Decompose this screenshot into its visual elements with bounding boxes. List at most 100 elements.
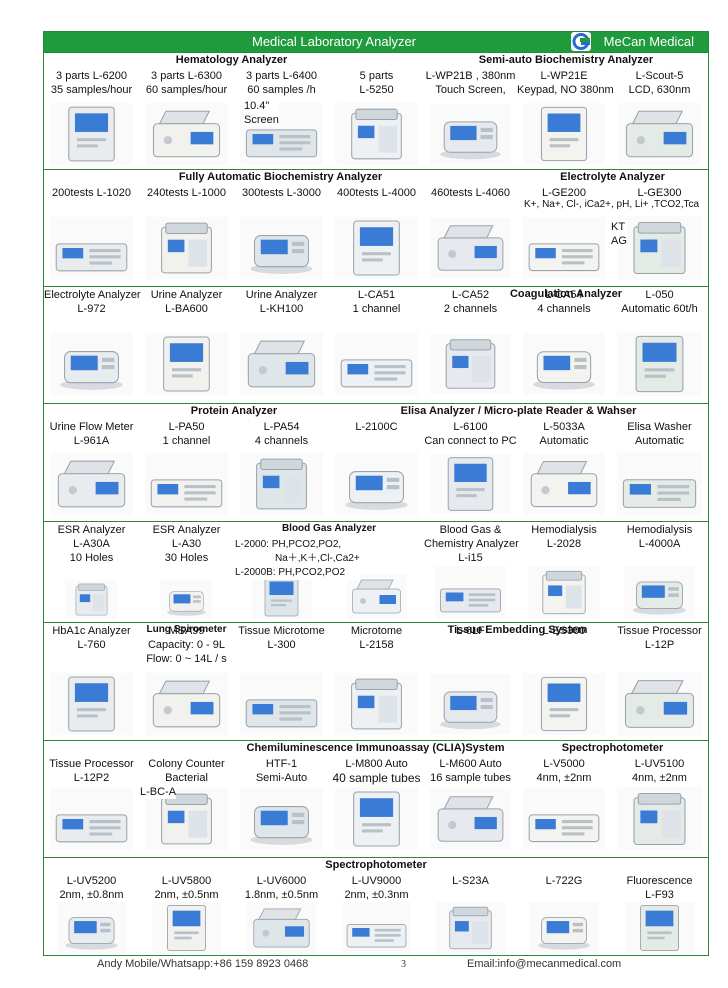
product-cell: L-S23A bbox=[424, 874, 517, 888]
product-label: 400tests L-4000 bbox=[337, 187, 416, 199]
product-label: L-S23A bbox=[452, 875, 489, 887]
product-label: L-CA51 bbox=[357, 289, 396, 301]
product-label: 16 sample tubes bbox=[430, 772, 511, 784]
device-photo-icon bbox=[617, 327, 702, 401]
product-label: MSA99 bbox=[168, 625, 205, 637]
device-photo-icon bbox=[617, 212, 702, 284]
device-photo-icon bbox=[335, 103, 418, 165]
device-photo-icon bbox=[430, 566, 511, 619]
product-label: 10 Holes bbox=[69, 552, 114, 564]
product-label: Bacterial bbox=[165, 772, 208, 784]
product-label: Keypad, NO 380nm bbox=[517, 84, 614, 96]
product-label: L-V5000 bbox=[543, 758, 585, 770]
product-label: 4nm, ±2nm bbox=[536, 772, 592, 784]
product-label: L-M800 Auto bbox=[345, 758, 408, 770]
section-title: Chemiluminescence Immunoassay (CLIA)Syst… bbox=[246, 742, 505, 754]
device-photo-icon bbox=[240, 671, 323, 737]
device-photo-icon bbox=[523, 671, 605, 737]
product-cell: 460tests L-4060 bbox=[424, 186, 517, 200]
product-label: 3 parts L-6400 bbox=[246, 70, 317, 82]
page-number: 3 bbox=[401, 959, 406, 970]
product-label: L-UV5200 bbox=[66, 875, 117, 887]
device-photo-icon bbox=[335, 574, 418, 619]
title-bar: Medical Laboratory Analyzer MeCan Medica… bbox=[44, 32, 708, 52]
spec-notes: L-2000: PH,PCO2,PO2,Na＋,K＋,Cl-,Ca2+L-200… bbox=[235, 538, 360, 580]
product-label: Automatic bbox=[539, 435, 589, 447]
product-label: Chemistry Analyzer bbox=[424, 538, 519, 550]
product-label: L-ES300 bbox=[542, 625, 586, 637]
device-photo-icon bbox=[430, 327, 511, 401]
product-label: L-2028 bbox=[546, 538, 582, 550]
footer-email: Email:info@mecanmedical.com bbox=[467, 958, 622, 970]
section-title: Hematology Analyzer bbox=[175, 54, 288, 66]
product-label: L-4000A bbox=[638, 538, 681, 550]
product-label: 30 Holes bbox=[164, 552, 209, 564]
product-label: L-PA50 bbox=[168, 421, 205, 433]
spec-note: Screen bbox=[244, 114, 279, 126]
footer-contact: Andy Mobile/Whatsapp:+86 159 8923 0468 bbox=[97, 958, 309, 970]
device-photo-icon bbox=[240, 785, 323, 853]
product-label: L-6LF bbox=[456, 625, 485, 637]
product-label: Colony Counter bbox=[148, 758, 225, 770]
product-label: L-BA600 bbox=[165, 303, 208, 315]
spec-note: L-2000: PH,PCO2,PO2, bbox=[235, 539, 342, 550]
product-label: L-050 bbox=[645, 289, 674, 301]
spec-note: AG bbox=[611, 235, 627, 247]
product-label: L-i15 bbox=[458, 552, 483, 564]
product-label: 2nm, ±0.3nm bbox=[344, 889, 409, 901]
section-title: Tissue Embedding System bbox=[447, 624, 588, 636]
product-label: L-PA54 bbox=[263, 421, 300, 433]
device-photo-icon bbox=[617, 566, 702, 619]
spec-notes: KT AG bbox=[611, 220, 627, 248]
product-label: Flow: 0 ~ 14L / s bbox=[146, 653, 227, 665]
device-photo-icon bbox=[240, 450, 323, 518]
device-photo-icon bbox=[145, 212, 228, 284]
device-photo-icon bbox=[50, 327, 133, 401]
product-label: L-F93 bbox=[645, 889, 674, 901]
product-label: L-5250 bbox=[359, 84, 394, 96]
device-photo-icon bbox=[145, 327, 228, 401]
device-photo-icon bbox=[145, 785, 228, 853]
product-label: 3 parts L-6200 bbox=[56, 70, 127, 82]
product-label: L-UV9000 bbox=[351, 875, 402, 887]
page-title: Medical Laboratory Analyzer bbox=[251, 34, 417, 49]
device-photo-icon bbox=[335, 450, 418, 518]
device-photo-icon bbox=[523, 103, 605, 165]
product-label: ESR Analyzer bbox=[57, 524, 126, 536]
device-photo-icon bbox=[523, 212, 605, 284]
product-label: LCD, 630nm bbox=[628, 84, 691, 96]
device-photo-icon bbox=[145, 902, 228, 954]
product-label: 60 samples/hour bbox=[145, 84, 228, 96]
product-label: 240tests L-1000 bbox=[147, 187, 226, 199]
product-label: L-UV5100 bbox=[634, 758, 685, 770]
device-photo-icon bbox=[617, 671, 702, 737]
device-photo-icon bbox=[50, 450, 133, 518]
product-label: L-5033A bbox=[543, 421, 585, 433]
product-label: Tissue Processor bbox=[49, 758, 134, 770]
product-label: Tissue Microtome bbox=[238, 625, 325, 637]
product-label: ESR Analyzer bbox=[152, 524, 221, 536]
product-cell: L-722G bbox=[517, 874, 611, 888]
section-title: Spectrophotometer bbox=[325, 859, 427, 871]
device-photo-icon bbox=[430, 671, 511, 737]
product-label: 300tests L-3000 bbox=[242, 187, 321, 199]
spec-note: KT bbox=[611, 221, 626, 233]
device-photo-icon bbox=[523, 566, 605, 619]
product-cell: L-GE200 bbox=[517, 186, 611, 200]
product-cell: 200tests L-1020 bbox=[44, 186, 139, 200]
